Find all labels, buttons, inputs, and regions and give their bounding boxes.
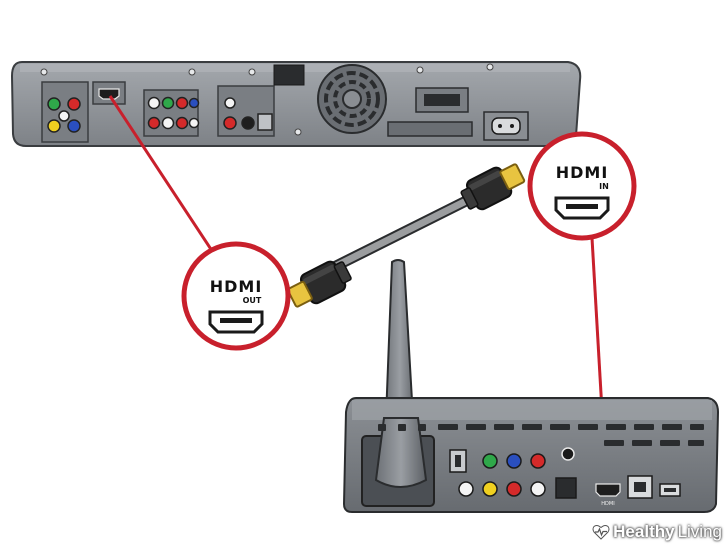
cable-connector-right: [460, 163, 526, 211]
media-jack-green: [482, 453, 498, 469]
screw-icon: [294, 128, 302, 136]
jack-white: [224, 97, 236, 109]
media-jack-red: [506, 481, 522, 497]
media-jack-red: [530, 453, 546, 469]
jack-blue: [67, 119, 81, 133]
media-jack-white: [530, 481, 546, 497]
power-pin-icon: [498, 124, 502, 128]
callout-ring: [527, 131, 637, 241]
rca-panel: [143, 89, 199, 137]
optical-port: [257, 113, 273, 131]
media-hdmi-in-port: [595, 483, 621, 497]
usb-port-inner: [664, 488, 676, 492]
jack-white: [161, 116, 175, 130]
hdmi-cable: [287, 163, 526, 308]
jack-white: [58, 110, 70, 122]
jack-blue: [188, 97, 200, 109]
media-jack-black: [561, 447, 575, 461]
hdmi-logo-text: HDMI: [556, 163, 609, 182]
media-jack-yellow: [482, 481, 498, 497]
media-player-box: HDMI: [342, 259, 720, 513]
jack-white: [188, 117, 200, 129]
jack-red: [67, 97, 81, 111]
hdmi-out-port: [98, 88, 120, 100]
power-pin-icon: [510, 124, 514, 128]
jack-yellow: [47, 119, 61, 133]
player-port-slot: [424, 94, 460, 106]
jack-red: [147, 116, 161, 130]
player-label-bar: [387, 121, 473, 137]
heart-pulse-icon: [592, 524, 610, 540]
callout-hdmi-in: HDMI IN: [527, 131, 637, 241]
cable-connector-left: [287, 260, 352, 308]
power-socket-icon: [491, 117, 521, 135]
brand-name-light: Living: [677, 522, 722, 541]
screw-icon: [486, 63, 494, 71]
jack-green: [47, 97, 61, 111]
callout-hdmi-out: HDMI OUT: [181, 241, 291, 351]
leader-line-out: [108, 95, 224, 267]
cable-wire-fill: [328, 196, 472, 272]
media-jack-blue: [506, 453, 522, 469]
brand-name-bold: Healthy: [613, 522, 675, 541]
jack-white: [147, 96, 161, 110]
screw-icon: [248, 68, 256, 76]
jack-red: [223, 116, 237, 130]
hdmi-in-label: IN: [599, 182, 609, 191]
source-player: [10, 61, 582, 147]
jack-black: [241, 116, 255, 130]
screw-icon: [40, 68, 48, 76]
jack-red: [175, 116, 189, 130]
hdmi-logo-text: HDMI: [210, 277, 263, 296]
media-jack-white: [458, 481, 474, 497]
jack-green: [161, 96, 175, 110]
vent-slots: [378, 424, 704, 446]
watermark: Healthy Living: [592, 522, 722, 542]
media-port-slot-inner: [455, 455, 461, 467]
hdmi-out-label: OUT: [243, 296, 262, 305]
jack-red: [175, 96, 189, 110]
antenna-joint: [374, 417, 428, 488]
media-box-top: [352, 400, 712, 420]
player-square-port: [273, 64, 305, 86]
screw-icon: [416, 66, 424, 74]
media-optical-port: [555, 477, 577, 499]
fan-grille-icon: [317, 64, 387, 134]
screw-icon: [188, 68, 196, 76]
hdmi-port-pins-icon: [566, 204, 598, 209]
ethernet-port-inner: [634, 482, 646, 492]
hdmi-port-pins-icon: [220, 318, 252, 323]
media-hdmi-port-label: HDMI: [601, 501, 614, 507]
